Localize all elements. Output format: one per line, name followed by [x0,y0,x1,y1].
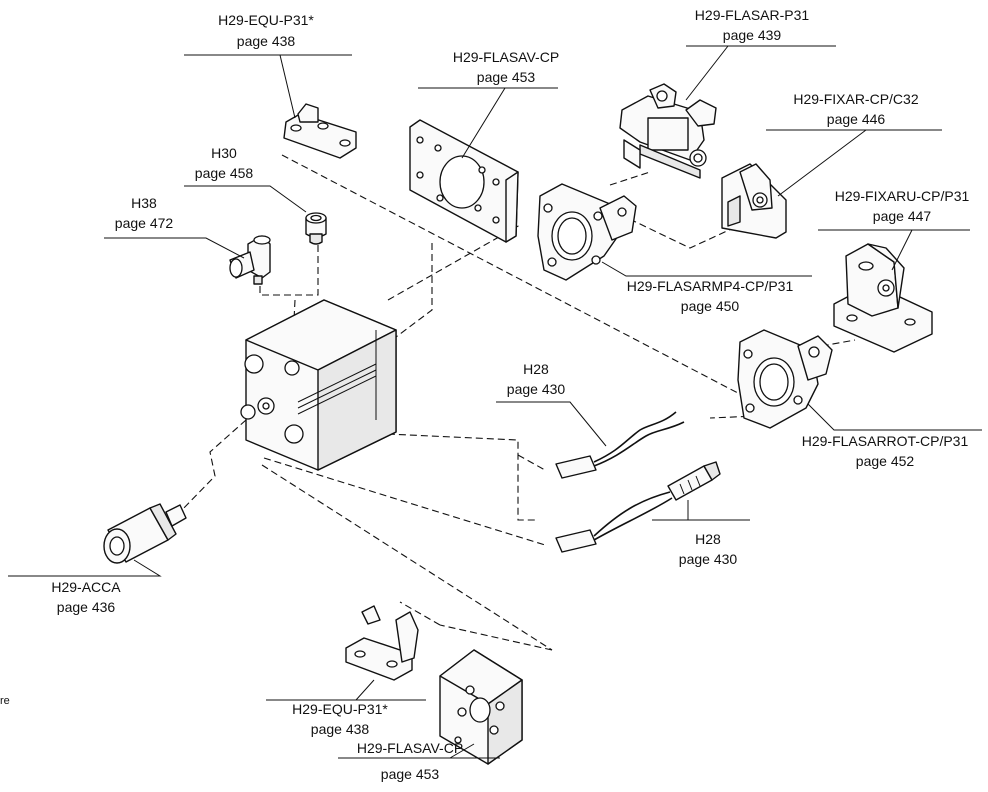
label-acca: H29-ACCA page 436 [8,559,162,615]
flasarmp4-part [537,183,637,281]
label-flasav-bottom-page: page 453 [381,766,440,782]
label-h28-top-code: H28 [523,361,549,377]
label-fixar-code: H29-FIXAR-CP/C32 [793,91,918,107]
equ-top-part [283,103,357,159]
label-h28-top: H28 page 430 [496,361,607,447]
margin-text-fragment: re [0,695,10,707]
label-flasav-bottom-code: H29-FLASAV-CP [357,740,463,756]
fixaru-part [833,243,933,353]
h28-bottom-sensor [555,461,721,553]
flasar-part [619,83,717,179]
label-flasar: H29-FLASAR-P31 page 439 [685,7,836,101]
label-h30: H30 page 458 [184,145,307,213]
label-h30-page: page 458 [195,165,254,181]
acca-part [103,503,187,564]
label-h28-bottom-page: page 430 [679,551,738,567]
label-flasarmp4: H29-FLASARMP4-CP/P31 page 450 [601,261,812,314]
flasav-bottom-part [439,649,523,765]
label-fixaru-code: H29-FIXARU-CP/P31 [835,188,970,204]
label-flasav-top-code: H29-FLASAV-CP [453,49,559,65]
flasarrot-part [737,329,833,429]
label-fixar: H29-FIXAR-CP/C32 page 446 [766,91,942,197]
compact-cylinder [240,299,397,471]
label-flasar-code: H29-FLASAR-P31 [695,7,810,23]
label-flasarmp4-code: H29-FLASARMP4-CP/P31 [627,278,794,294]
label-h28-bottom-code: H28 [695,531,721,547]
label-acca-page: page 436 [57,599,116,615]
label-fixaru-page: page 447 [873,208,932,224]
label-equ-top-code: H29-EQU-P31* [218,12,314,28]
label-equ-top: H29-EQU-P31* page 438 [184,12,352,119]
flasav-top-part [409,119,519,243]
fixar-part [721,163,787,239]
label-equ-top-page: page 438 [237,33,296,49]
label-fixaru: H29-FIXARU-CP/P31 page 447 [818,188,970,271]
label-fixar-page: page 446 [827,111,886,127]
label-flasav-bottom: H29-FLASAV-CP page 453 [338,740,500,782]
label-h38: H38 page 472 [104,195,245,259]
label-equ-bottom-code: H29-EQU-P31* [292,701,388,717]
label-flasarmp4-page: page 450 [681,298,740,314]
label-h28-bottom: H28 page 430 [652,500,750,567]
label-equ-bottom-page: page 438 [311,721,370,737]
label-flasav-top: H29-FLASAV-CP page 453 [418,49,559,159]
equ-bottom-part [345,605,419,681]
label-h30-code: H30 [211,145,237,161]
h38-part [229,235,271,285]
label-h28-top-page: page 430 [507,381,566,397]
label-h38-page: page 472 [115,215,174,231]
h30-part [305,212,327,245]
label-equ-bottom: H29-EQU-P31* page 438 [266,679,426,737]
label-acca-code: H29-ACCA [51,579,121,595]
label-flasarrot-code: H29-FLASARROT-CP/P31 [802,433,969,449]
label-flasar-page: page 439 [723,27,782,43]
label-flasav-top-page: page 453 [477,69,536,85]
label-flasarrot-page: page 452 [856,453,915,469]
h28-top-sensor [555,411,685,479]
label-h38-code: H38 [131,195,157,211]
label-flasarrot: H29-FLASARROT-CP/P31 page 452 [802,403,982,469]
